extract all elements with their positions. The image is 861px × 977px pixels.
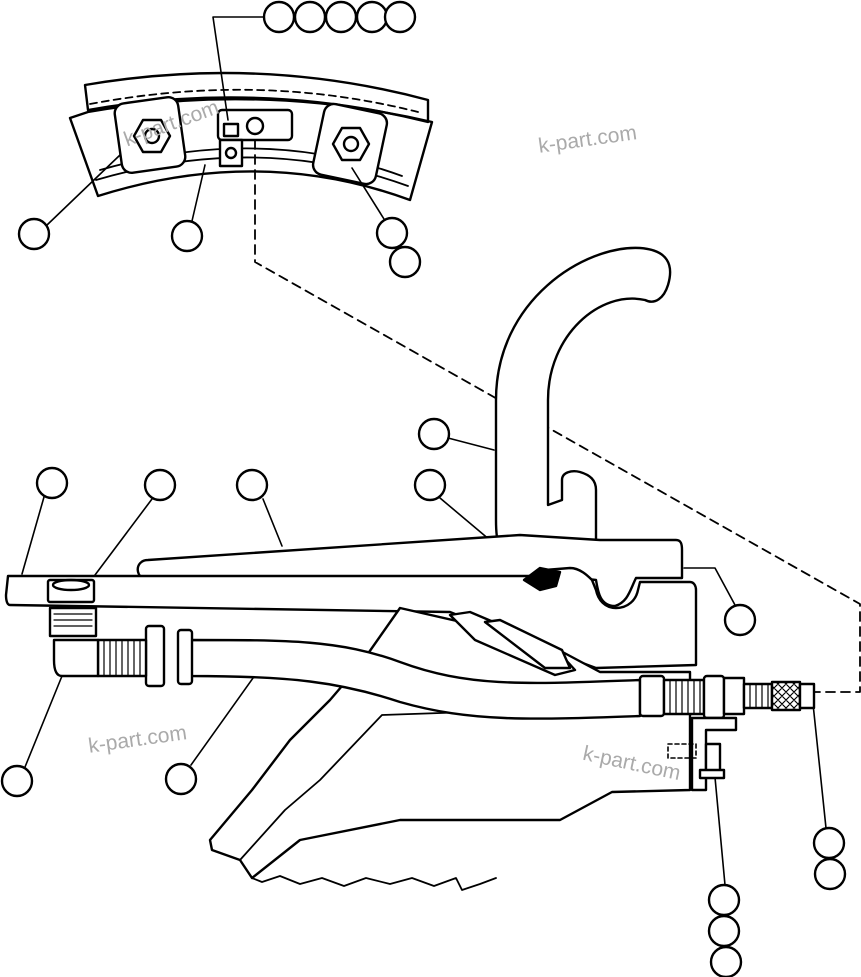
lower-body — [208, 606, 692, 880]
center-small-bolt — [224, 146, 238, 160]
callout-bubble — [707, 914, 741, 948]
center-small-nut — [222, 122, 240, 138]
upper-fitting-top — [51, 578, 91, 592]
right-bolt — [342, 135, 360, 153]
right-tip-thread-lines — [749, 683, 769, 709]
center-bracket — [218, 138, 244, 168]
ring-body — [68, 97, 434, 202]
callout-bubble — [413, 468, 447, 502]
callout-bubble — [723, 603, 757, 637]
callout-bubble — [143, 468, 177, 502]
main-assembly — [4, 246, 816, 891]
right-bracket-collar — [722, 676, 746, 716]
callout-bubble — [35, 466, 69, 500]
left-thread-lines — [103, 639, 141, 677]
callout-bubble — [383, 0, 417, 34]
ring-dashed-edge — [89, 88, 419, 113]
callout-bubble — [17, 217, 51, 251]
callout-bubble — [812, 826, 846, 860]
bracket-nut — [698, 768, 726, 780]
callout-bubble — [388, 245, 422, 279]
right-hose-collar — [638, 674, 666, 718]
dashed-connection-leader — [254, 139, 861, 693]
left-nut — [132, 118, 172, 154]
right-tip-thread — [742, 682, 774, 710]
right-thread-lines — [669, 679, 701, 715]
elbow-cap — [48, 606, 98, 638]
inner-rib — [483, 618, 572, 670]
elbow-thread-lines — [53, 613, 93, 627]
nozzle-tube — [494, 246, 672, 557]
nozzle-ring-detail — [68, 71, 434, 202]
callout-bubble — [813, 857, 847, 891]
callout-bubble — [0, 764, 34, 798]
callout-bubble — [375, 216, 409, 250]
elbow-fitting — [52, 638, 100, 678]
left-hose-nut-2 — [176, 628, 194, 686]
end-nut — [798, 682, 816, 710]
callout-bubble — [170, 219, 204, 253]
right-nut — [331, 126, 371, 162]
torn-edge — [251, 875, 497, 891]
left-bolt — [143, 127, 161, 145]
hidden-bolt — [667, 743, 697, 759]
hose-body — [188, 638, 642, 720]
main-beam — [4, 566, 698, 670]
callout-bubble — [355, 0, 389, 34]
callout-bubble — [417, 417, 451, 451]
right-threaded-section — [662, 678, 706, 716]
callout-bubble — [709, 945, 743, 977]
callout-bubble — [164, 762, 198, 796]
right-hose-nut — [702, 674, 726, 720]
callout-bubble — [235, 468, 269, 502]
bracket-bolt — [704, 742, 722, 774]
left-hose-nut — [144, 624, 166, 688]
callout-bubble — [707, 883, 741, 917]
callout-bubble — [293, 0, 327, 34]
center-fitting — [245, 116, 265, 136]
knurl-pattern — [771, 681, 801, 711]
callout-bubble — [262, 0, 296, 34]
callout-bubble — [324, 0, 358, 34]
wedge-accent — [522, 566, 562, 592]
